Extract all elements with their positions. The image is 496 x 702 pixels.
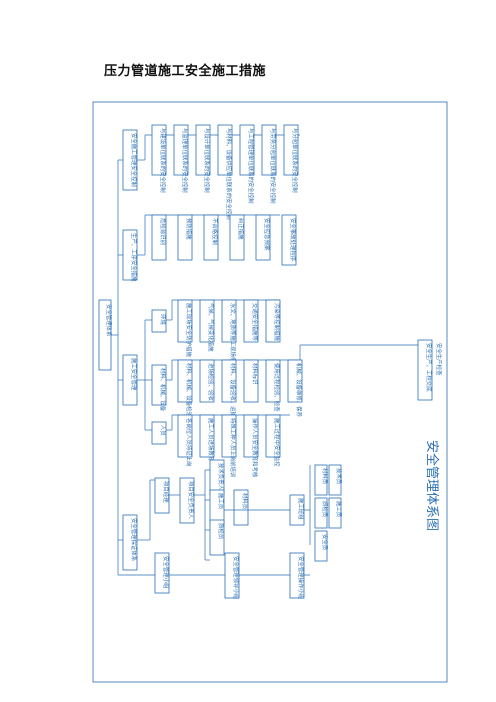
material-item: 材料标识: [251, 363, 259, 385]
top-item: 与分包单位联系的安全控制: [291, 128, 299, 193]
env-item: 施工现场安全防护措施: [185, 303, 193, 358]
second-item: 危险源识别: [159, 218, 167, 245]
people-box: [151, 421, 167, 445]
deputy: 项目安全负责人: [187, 481, 195, 519]
staff-item: 施工员: [217, 493, 225, 510]
second-item: 预防措施: [185, 218, 193, 240]
material-box: [151, 364, 167, 406]
worker-item: 质检员: [321, 501, 329, 518]
fourth-header-box: [122, 514, 138, 571]
material-item: 使用过程检验、检查: [273, 363, 281, 412]
diagram-frame: [92, 101, 448, 683]
staff-items: 技术负责人 施工员 质检员 材料员: [205, 459, 249, 561]
fourth-header: 安全管理保证体系: [130, 518, 138, 562]
worker-item: 安全员: [321, 534, 329, 551]
team: 施工班组: [297, 498, 305, 520]
manager-box: [154, 477, 170, 514]
page-title: 压力管道施工安全施工措施: [104, 64, 267, 79]
top-item: 与劳务分包单位联系的安全控制: [269, 128, 277, 203]
top-item: 与设计单位联系的安全控制: [203, 128, 211, 193]
deputy-box: [179, 477, 195, 524]
worker-item: 施工员: [335, 501, 343, 518]
manager: 项目经理: [162, 481, 170, 503]
env-item: 水文、地质等施工现场条件: [229, 303, 237, 368]
worker-item: 技术员: [335, 468, 343, 485]
env-box: [151, 309, 167, 333]
people-item: 特殊工种人员上岗前培训: [229, 418, 237, 477]
worker-items: 材料员 质检员 技术员 施工员 安全员: [314, 464, 343, 562]
people-item: 施工人员进场教育: [207, 418, 215, 462]
second-item: 纠正措施: [237, 218, 245, 240]
third-header: 施工安全管理: [130, 358, 138, 391]
fifth-item: 安全管理领导小组: [232, 556, 240, 600]
staff-item: 质检员: [217, 523, 225, 540]
people-item: 各岗位人员持证上岗: [185, 418, 193, 467]
root-label: 安全管理体系: [105, 304, 113, 337]
fifth-item: 安全管理小组: [162, 556, 170, 589]
material-item: 机械、设备维修、保养: [295, 363, 303, 418]
top-header: 安全施工管理安全控制: [130, 133, 138, 187]
second-item: 不合格控制: [211, 218, 219, 245]
top-items: 与建设单位联系的安全控制 与监理单位联系的安全控制 与设计单位联系的安全控制 与…: [151, 124, 299, 220]
group-env: 环境: [159, 314, 167, 325]
footer-box-1: [417, 339, 433, 401]
people-item: 施工过程中安全监控: [273, 418, 281, 467]
second-item: 安全应急预案: [263, 218, 271, 251]
env-item: 交通安全措施等: [251, 303, 259, 341]
second-header: 生产、工序安全措施: [130, 233, 138, 282]
env-item: 气候、气候变化措施: [207, 303, 215, 352]
people-items: 各岗位人员持证上岗 施工人员进场教育 特殊工种人员上岗前培训 操作人员安全教育和…: [177, 414, 281, 478]
env-items: 施工现场安全防护措施 气候、气候变化措施 水文、地质等施工现场条件 交通安全措施…: [177, 299, 281, 368]
top-item: 与材料、设备供应单位联系的安全控制: [225, 128, 233, 220]
material-item: 材料、设备验收、运输: [229, 363, 237, 418]
top-item: 与工程管理单位联系的安全控制: [247, 128, 255, 203]
material-items: 材料、机械、设备检验 进场检验、验收 材料、设备验收、运输 材料标识 使用过程检…: [177, 359, 303, 418]
fifth-item: 安全管理操作小组: [297, 556, 305, 600]
people-item: 操作人员安全教育和考核: [251, 418, 259, 478]
env-item: 污染等控制措施: [273, 303, 281, 341]
group-people: 人员: [159, 425, 166, 436]
group-material: 材料、机械、设备: [159, 368, 167, 412]
third-footer-2: 安全生产检查: [435, 343, 443, 376]
second-items: 危险源识别 预防措施 不合格控制 纠正措施 安全应急预案 安全事故处理程序: [151, 214, 297, 266]
fifth-items: 安全管理小组 安全管理领导小组 安全管理操作小组: [154, 552, 305, 600]
worker-item: 材料员: [321, 468, 329, 485]
material-item: 材料、机械、设备检验: [185, 363, 193, 418]
staff-item: 材料员: [241, 493, 249, 510]
diagram-big-title: 安全管理体系图: [424, 440, 440, 531]
top-item: 与监理单位联系的安全控制: [181, 128, 189, 193]
staff-item: 技术负责人: [217, 463, 225, 491]
second-item: 安全事故处理程序: [289, 218, 297, 262]
third-footer-1: 安全生产、工程交底: [425, 343, 433, 392]
material-item: 进场检验、验收: [207, 363, 215, 401]
top-item: 与建设单位联系的安全控制: [159, 128, 167, 193]
